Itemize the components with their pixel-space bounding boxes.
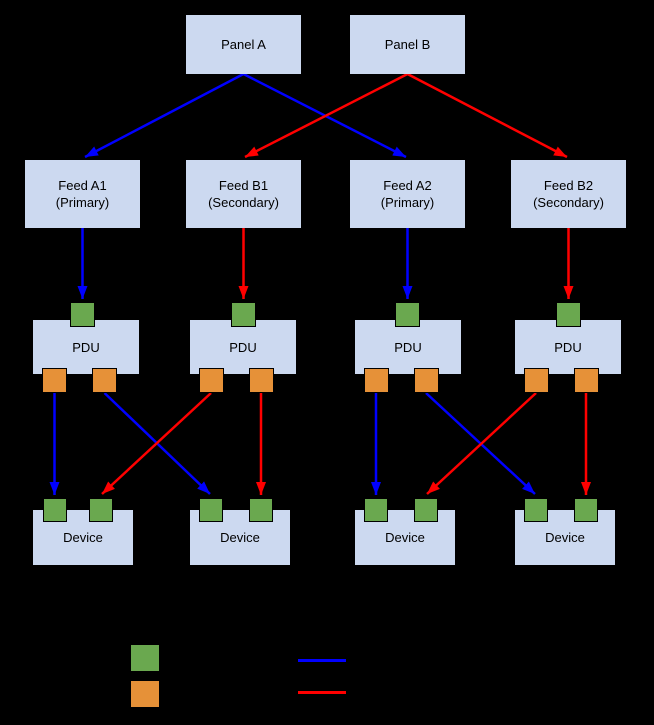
pdu-1-label: PDU	[72, 339, 100, 355]
device-3-label: Device	[385, 530, 425, 545]
device-1-label: Device	[63, 530, 103, 545]
panel-a-label: Panel A	[221, 37, 266, 52]
device-3-input-port-right-icon	[414, 498, 438, 522]
arrow-panel-b-to-feed-b2	[406, 72, 568, 159]
device-4-label: Device	[545, 530, 585, 545]
node-pdu-3: PDU	[355, 320, 461, 374]
feed-a1-label-line2: (Primary)	[55, 195, 110, 210]
pdu-2-label: PDU	[229, 339, 257, 355]
device-1-input-port-left-icon	[42, 498, 67, 522]
pdu-2-output-port-left-icon	[198, 368, 224, 393]
pdu-3-label: PDU	[394, 339, 422, 355]
pdu-2-input-port-icon	[231, 302, 256, 327]
device-2-input-port-right-icon	[249, 498, 273, 522]
feed-b2-label-line2: (Secondary)	[533, 195, 604, 210]
pdu-3-output-port-right-icon	[413, 368, 439, 393]
pdu-1-output-port-right-icon	[92, 368, 117, 393]
arrow-pdu-2-to-device-1	[101, 392, 212, 495]
pdu-1-output-port-left-icon	[42, 368, 67, 393]
arrow-panel-b-to-feed-b1	[244, 72, 409, 159]
device-3-input-port-left-icon	[364, 498, 388, 522]
legend-orange-port-swatch-icon	[130, 680, 160, 708]
arrow-panel-a-to-feed-a1	[84, 72, 245, 159]
node-feed-a2: Feed A2 (Primary)	[350, 160, 465, 228]
node-feed-b2: Feed B2 (Secondary)	[511, 160, 626, 228]
pdu-4-output-port-right-icon	[573, 368, 599, 393]
feed-a2-label-line2: (Primary)	[380, 195, 435, 210]
device-4-input-port-right-icon	[574, 498, 598, 522]
node-feed-a1: Feed A1 (Primary)	[25, 160, 140, 228]
node-feed-b1: Feed B1 (Secondary)	[186, 160, 301, 228]
pdu-3-output-port-left-icon	[363, 368, 389, 393]
node-panel-a: Panel A	[186, 15, 301, 74]
feed-b1-label-line1: Feed B1	[218, 178, 269, 193]
node-panel-b: Panel B	[350, 15, 465, 74]
legend-secondary-path-line-icon	[298, 691, 346, 694]
panel-b-label: Panel B	[384, 37, 431, 52]
device-2-input-port-left-icon	[199, 498, 223, 522]
node-pdu-4: PDU	[515, 320, 621, 374]
arrow-pdu-4-to-device-3	[426, 392, 537, 495]
device-4-input-port-left-icon	[524, 498, 548, 522]
device-1-input-port-right-icon	[88, 498, 113, 522]
legend-primary-path-line-icon	[298, 659, 346, 662]
pdu-4-output-port-left-icon	[523, 368, 549, 393]
feed-a2-label-line1: Feed A2	[383, 178, 432, 193]
pdu-2-output-port-right-icon	[248, 368, 274, 393]
feed-a1-label-line1: Feed A1	[58, 178, 107, 193]
feed-b2-label-line1: Feed B2	[543, 178, 594, 193]
node-pdu-2: PDU	[190, 320, 296, 374]
pdu-4-input-port-icon	[556, 302, 581, 327]
legend-green-port-swatch-icon	[130, 644, 160, 672]
node-pdu-1: PDU	[33, 320, 139, 374]
pdu-1-input-port-icon	[70, 302, 95, 327]
feed-b1-label-line2: (Secondary)	[208, 195, 279, 210]
pdu-4-label: PDU	[554, 339, 582, 355]
device-2-label: Device	[220, 530, 260, 545]
pdu-3-input-port-icon	[395, 302, 420, 327]
